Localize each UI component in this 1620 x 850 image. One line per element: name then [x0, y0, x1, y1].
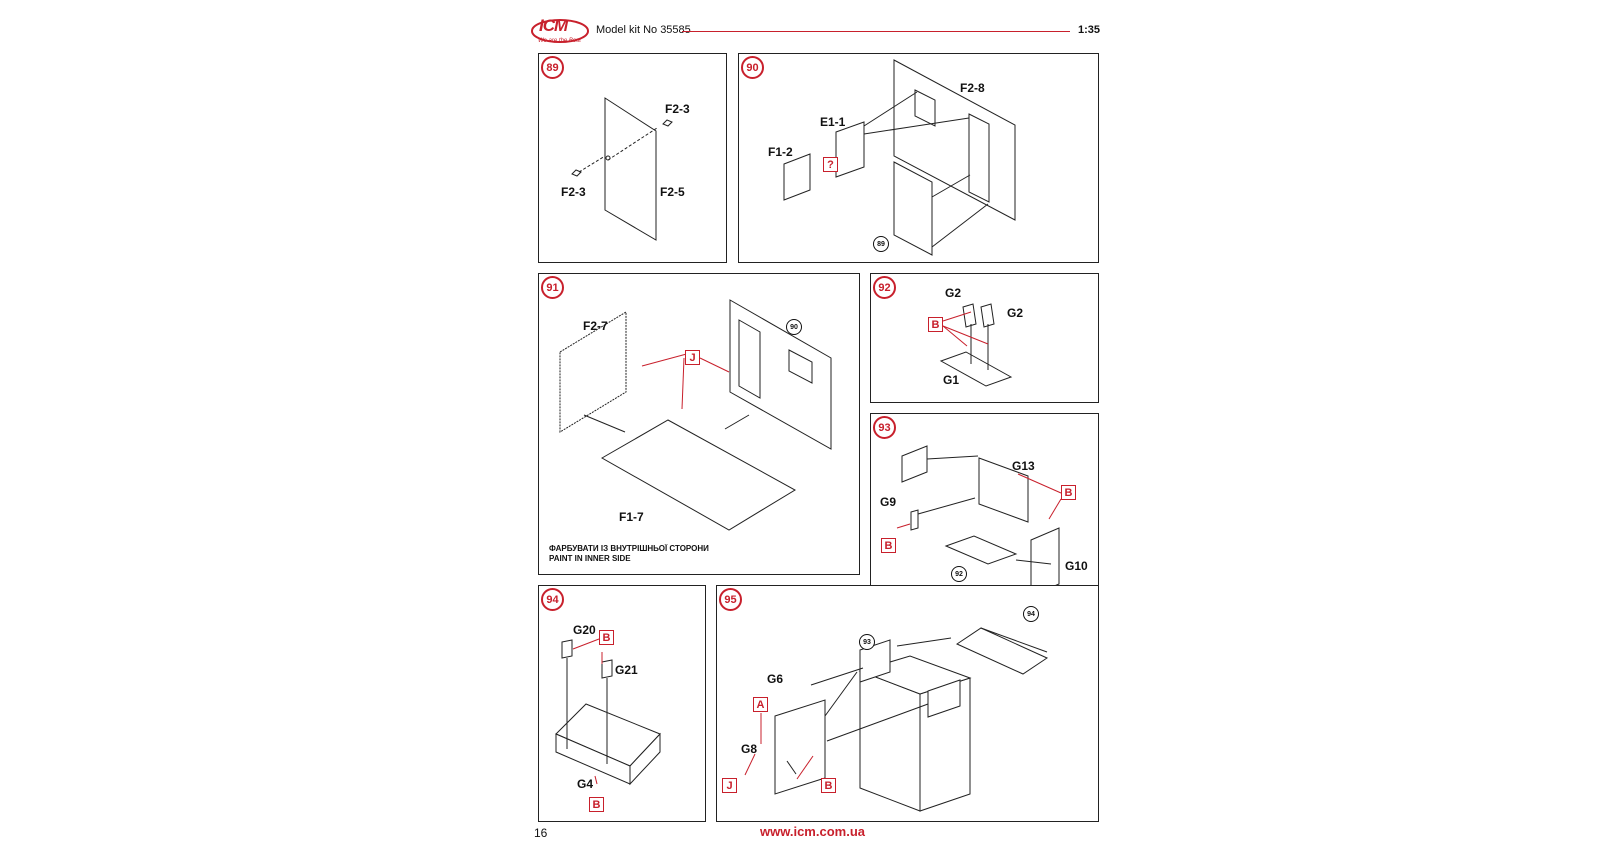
step-92-panel: 92 G2 G2 G1 B: [870, 273, 1099, 403]
bench-base-drawing: [939, 303, 1013, 387]
step-number: 93: [873, 416, 896, 439]
step-89-panel: 89 F2-3 F2-3 F2-5: [538, 53, 727, 263]
step-ref-94: 94: [1023, 606, 1039, 622]
part-label-g13: G13: [1012, 459, 1035, 473]
website-link[interactable]: www.icm.com.ua: [760, 824, 865, 839]
part-label-g1: G1: [943, 373, 960, 387]
scale-label: 1:35: [1077, 24, 1100, 36]
step-number: 92: [873, 276, 896, 299]
part-label-g8: G8: [741, 742, 758, 756]
step-91-panel: 91 F2-7 F1-7 J 90 ФАРБУВАТИ ІЗ ВНУТРІШНЬ…: [538, 273, 860, 575]
part-label-f2-3-top: F2-3: [665, 102, 690, 116]
paint-code-box-left: B: [881, 538, 896, 553]
step-ref-92: 92: [951, 566, 967, 582]
step-number: 91: [541, 276, 564, 299]
paint-code-box: ?: [823, 157, 838, 172]
part-label-g2-left: G2: [945, 286, 962, 300]
part-label-f1-7: F1-7: [619, 510, 644, 524]
part-label-f2-7: F2-7: [583, 319, 608, 333]
part-label-g20: G20: [573, 623, 596, 637]
model-kit-number: Model kit No 35585: [596, 24, 691, 36]
paint-code-box-top: B: [1061, 485, 1076, 500]
part-label-g10: G10: [1065, 559, 1088, 573]
paint-code-box-bottom: B: [589, 797, 604, 812]
part-label-g6: G6: [767, 672, 784, 686]
page-number: 16: [534, 826, 548, 840]
part-label-f2-5: F2-5: [660, 185, 685, 199]
paint-code-box-b: B: [821, 778, 836, 793]
icm-logo: ICM We are the Best: [530, 14, 592, 50]
paint-code-box-a: A: [753, 697, 768, 712]
paint-code-box-top: B: [599, 630, 614, 645]
part-label-g9: G9: [880, 495, 897, 509]
step-number: 95: [719, 588, 742, 611]
logo-tagline: We are the Best: [538, 38, 581, 44]
header-rule: [682, 31, 1070, 32]
paint-note-en: PAINT IN INNER SIDE: [549, 554, 631, 563]
step-94-panel: 94 G20 G21 G4 B B: [538, 585, 706, 822]
part-label-f1-2: F1-2: [768, 145, 793, 159]
bench-assembly-drawing: [896, 445, 1062, 597]
wall-window-drawing: [783, 59, 1016, 256]
step-93-panel: 93 G13 G9 G10 B B 92: [870, 413, 1099, 610]
step-ref-90: 90: [786, 319, 802, 335]
paint-code-box-j: J: [722, 778, 737, 793]
paint-note-ua: ФАРБУВАТИ ІЗ ВНУТРІШНЬОЇ СТОРОНИ: [549, 544, 709, 553]
door-panel-drawing: [571, 97, 673, 241]
table-assembly-drawing: [555, 638, 661, 786]
part-label-g4: G4: [577, 777, 594, 791]
part-label-f2-8: F2-8: [960, 81, 985, 95]
final-assembly-drawing: [744, 627, 1049, 812]
logo-text: ICM: [539, 16, 568, 35]
paint-code-box: J: [685, 350, 700, 365]
part-label-e1-1: E1-1: [820, 115, 846, 129]
step-number: 90: [741, 56, 764, 79]
step-number: 89: [541, 56, 564, 79]
floor-walls-drawing: [559, 299, 832, 531]
page-header: ICM We are the Best Model kit No 35585 1…: [530, 14, 1100, 52]
paint-code-box: B: [928, 317, 943, 332]
part-label-g2-right: G2: [1007, 306, 1024, 320]
step-95-panel: 95 G6 G8 A J B 93 94: [716, 585, 1099, 822]
logo-swoosh-icon: [531, 19, 589, 43]
part-label-f2-3-bottom: F2-3: [561, 185, 586, 199]
step-ref-93: 93: [859, 634, 875, 650]
step-ref-89: 89: [873, 236, 889, 252]
part-label-g21: G21: [615, 663, 638, 677]
step-90-panel: 90 F2-8 E1-1 F1-2 ? 89: [738, 53, 1099, 263]
step-number: 94: [541, 588, 564, 611]
